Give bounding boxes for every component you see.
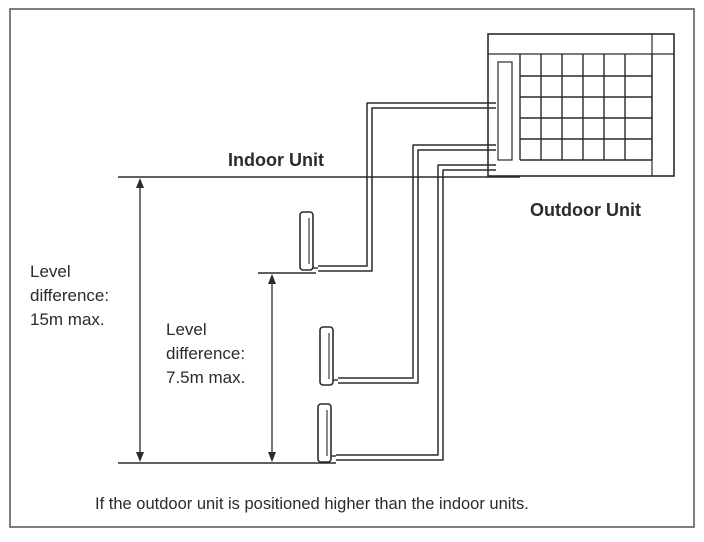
indoor-unit-3 xyxy=(317,403,336,463)
pipe-to-indoor-unit-1 xyxy=(318,102,488,272)
caption: If the outdoor unit is positioned higher… xyxy=(95,495,529,513)
dimension-arrow-15m xyxy=(136,178,144,462)
pipe-to-indoor-unit-3 xyxy=(336,164,488,461)
level-difference-7-5m-label: Level difference: 7.5m max. xyxy=(166,318,245,390)
pipe-connection-stubs xyxy=(488,102,496,171)
outdoor-unit-grille xyxy=(519,54,653,161)
diagram-frame xyxy=(9,8,695,528)
level-15-line-1: Level xyxy=(30,262,71,281)
indoor-unit-label: Indoor Unit xyxy=(228,150,324,170)
level-7-5-line-1: Level xyxy=(166,320,207,339)
level-7-5-line-3: 7.5m max. xyxy=(166,368,246,387)
pipe-to-indoor-unit-2 xyxy=(338,144,488,384)
level-difference-15m-label: Level difference: 15m max. xyxy=(30,260,109,332)
outdoor-unit-label: Outdoor Unit xyxy=(530,200,641,220)
level-7-5-line-2: difference: xyxy=(166,344,246,363)
indoor-unit-2 xyxy=(319,326,338,386)
level-15-line-2: difference: xyxy=(30,286,110,305)
level-15-line-3: 15m max. xyxy=(30,310,105,329)
dimension-arrow-7-5m xyxy=(268,274,276,462)
indoor-unit-1 xyxy=(299,211,318,271)
outdoor-unit xyxy=(487,33,675,177)
